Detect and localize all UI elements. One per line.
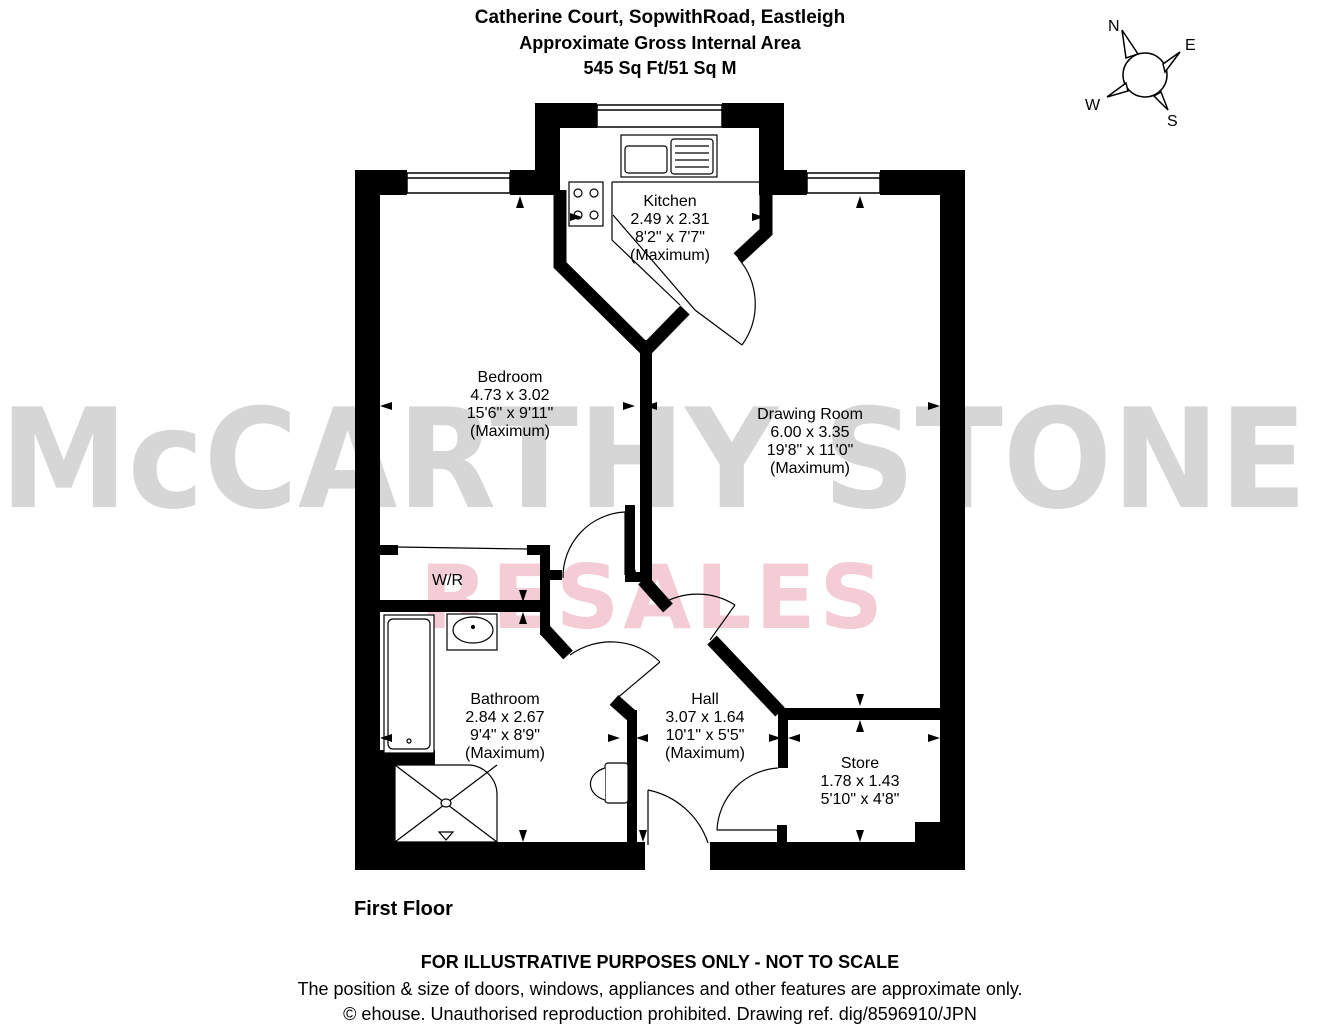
wall [355, 170, 380, 870]
room-metric: 3.07 x 1.64 [665, 709, 745, 726]
compass-east: E [1185, 37, 1196, 54]
floor-label: First Floor [354, 898, 453, 920]
room-metric: 1.78 x 1.43 [820, 773, 900, 790]
room-metric: 2.84 x 2.67 [465, 709, 545, 726]
room-metric: 2.49 x 2.31 [630, 211, 710, 228]
room-wr: W/R [425, 572, 470, 590]
room-imperial: 19'8" x 11'0" [766, 442, 854, 459]
room-note: (Maximum) [665, 745, 745, 762]
plan-area: 545 Sq Ft/51 Sq M [583, 58, 737, 78]
room-hall: Hall 3.07 x 1.64 10'1" x 5'5" (Maximum) [650, 691, 760, 763]
room-name: Bathroom [470, 691, 540, 708]
compass-north: N [1108, 18, 1120, 35]
room-imperial: 15'6" x 9'11" [466, 405, 554, 422]
room-metric: 6.00 x 3.35 [770, 424, 850, 441]
room-name: Drawing Room [757, 406, 863, 423]
room-kitchen: Kitchen 2.49 x 2.31 8'2" x 7'7" (Maximum… [615, 193, 725, 265]
room-name: W/R [431, 572, 464, 589]
room-name: Kitchen [643, 193, 697, 210]
footer-note: The position & size of doors, windows, a… [297, 979, 1023, 999]
room-bathroom: Bathroom 2.84 x 2.67 9'4" x 8'9" (Maximu… [450, 691, 560, 763]
room-imperial: 9'4" x 8'9" [470, 727, 540, 744]
room-drawing-room: Drawing Room 6.00 x 3.35 19'8" x 11'0" (… [740, 406, 880, 478]
plan-title: Catherine Court, SopwithRoad, Eastleigh [474, 7, 846, 28]
room-note: (Maximum) [770, 460, 850, 477]
plan-subtitle: Approximate Gross Internal Area [519, 33, 801, 53]
watermark-brand: McCARTHY STONE [0, 379, 1308, 540]
room-name: Hall [691, 691, 719, 708]
compass-west: W [1085, 97, 1101, 114]
room-store: Store 1.78 x 1.43 5'10" x 4'8" [810, 755, 910, 809]
copyright: © ehouse. Unauthorised reproduction proh… [343, 1004, 977, 1024]
room-note: (Maximum) [465, 745, 545, 762]
disclaimer: FOR ILLUSTRATIVE PURPOSES ONLY - NOT TO … [420, 952, 900, 972]
room-imperial: 8'2" x 7'7" [635, 229, 705, 246]
room-name: Store [840, 755, 880, 772]
room-name: Bedroom [477, 369, 543, 386]
room-imperial: 5'10" x 4'8" [820, 791, 900, 808]
room-bedroom: Bedroom 4.73 x 3.02 15'6" x 9'11" (Maxim… [450, 369, 570, 441]
room-metric: 4.73 x 3.02 [470, 387, 550, 404]
room-note: (Maximum) [630, 247, 710, 264]
room-note: (Maximum) [470, 423, 550, 440]
room-imperial: 10'1" x 5'5" [665, 727, 745, 744]
compass-south: S [1167, 113, 1178, 130]
